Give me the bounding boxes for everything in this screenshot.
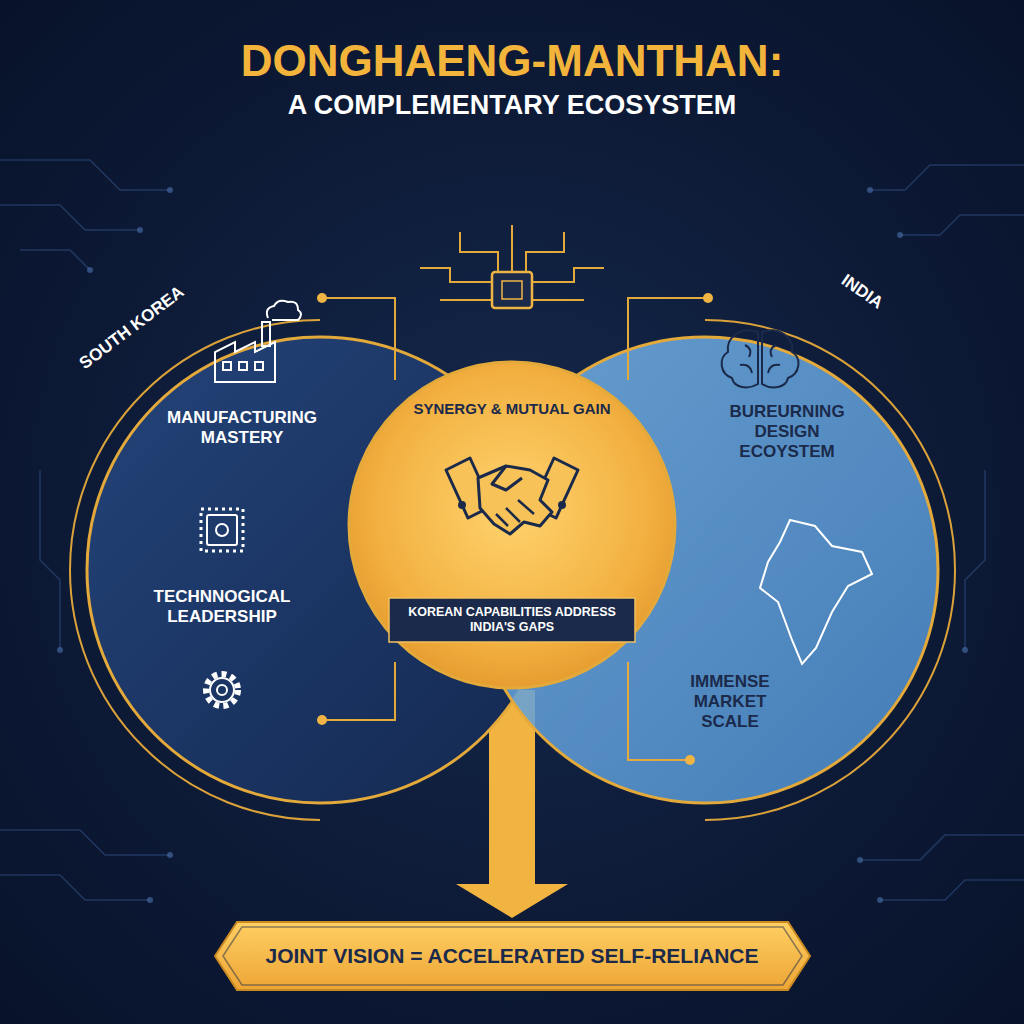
brain-icon-part — [762, 330, 798, 387]
circuit-dots-part — [167, 187, 173, 193]
gear-icon-part — [217, 685, 227, 695]
circuit-traces-part — [20, 250, 90, 270]
leader-lines-part — [322, 298, 395, 380]
circuit-dots-part — [857, 857, 863, 863]
chip-gear-icon-part — [216, 524, 228, 536]
handshake-icon-part — [496, 500, 534, 526]
leader-lines-part — [628, 298, 708, 380]
strength-label: BUREURNING DESIGN ECOYSTEM — [705, 402, 870, 462]
diagram-title: DONGHAENG-MANTHAN: — [0, 36, 1024, 86]
circuit-traces-part — [900, 215, 1024, 235]
circuit-dots-part — [57, 647, 63, 653]
leader-lines-part — [322, 662, 395, 720]
leader-dots-part — [317, 293, 327, 303]
vision-banner-inner-border — [223, 927, 802, 985]
top-chip-traces-part — [420, 268, 492, 282]
gap-note-box: KOREAN CAPABILITIES ADDRESS INDIA'S GAPS — [389, 598, 635, 642]
gear-icon-part — [206, 674, 238, 706]
synergy-heading: SYNERGY & MUTUAL GAIN — [414, 400, 611, 418]
circuit-traces-part — [860, 835, 1024, 860]
chip-gear-icon-part — [207, 515, 237, 545]
vision-banner: JOINT VISION = ACCELERATED SELF-RELIANCE — [215, 922, 810, 990]
factory-icon-part — [255, 362, 263, 370]
circuit-dots-part — [87, 267, 93, 273]
top-chip-traces-part — [526, 232, 564, 272]
circuit-traces-part — [880, 880, 1024, 900]
circuit-dots-part — [897, 232, 903, 238]
factory-icon-part — [267, 301, 301, 320]
circuit-traces-part — [40, 470, 60, 650]
gap-note-box-shape — [389, 598, 635, 642]
gap-note-text: KOREAN CAPABILITIES ADDRESS INDIA'S GAPS — [395, 605, 629, 635]
handshake-icon-part — [492, 466, 522, 490]
vision-text: JOINT VISION = ACCELERATED SELF-RELIANCE — [266, 944, 759, 969]
strength-label: TECHNNOGICAL LEADERSHIP — [122, 587, 322, 627]
gear-icon-part — [210, 678, 234, 702]
circuit-dots-part — [877, 897, 883, 903]
circuit-dots-part — [167, 852, 173, 858]
top-chip-icon-part — [502, 281, 522, 299]
circuit-traces — [0, 160, 1024, 900]
top-chip-traces-part — [532, 268, 604, 282]
arrow-head — [456, 884, 568, 918]
region-label: SOUTH KOREA — [76, 282, 188, 374]
circuit-dots-part — [147, 897, 153, 903]
vision-banner-shape — [215, 922, 810, 990]
circuit-traces-part — [965, 470, 985, 650]
leader-dots-part — [317, 715, 327, 725]
leader-dots — [317, 293, 713, 765]
factory-icon — [215, 301, 301, 382]
circuit-dots-part — [962, 647, 968, 653]
circuit-dots — [57, 187, 968, 903]
gear-icon — [206, 674, 238, 706]
handshake-icon-part — [460, 503, 465, 508]
circuit-traces-part — [0, 830, 170, 855]
handshake-icon — [446, 458, 578, 534]
region-label: INDIA — [837, 271, 886, 314]
brain-icon — [722, 330, 799, 387]
circuit-dots-part — [867, 187, 873, 193]
leader-lines — [322, 298, 708, 760]
factory-icon-part — [223, 362, 231, 370]
chip-gear-icon — [201, 509, 243, 551]
brain-icon-part — [740, 345, 780, 373]
strength-label: IMMENSE MARKET SCALE — [674, 672, 786, 732]
circuit-traces-part — [0, 160, 170, 190]
leader-dots-part — [703, 293, 713, 303]
circuit-traces-part — [0, 205, 140, 230]
handshake-icon-part — [478, 466, 552, 534]
india-map-icon — [760, 520, 872, 664]
circuit-traces-part — [0, 875, 150, 900]
factory-icon-part — [262, 322, 270, 346]
chip-gear-icon-part — [201, 509, 243, 551]
top-chip-traces-part — [460, 232, 498, 272]
top-chip-icon-part — [492, 272, 532, 308]
india-map-icon-part — [760, 520, 872, 664]
leader-lines-part — [628, 662, 690, 760]
strength-label: MANUFACTURING MASTERY — [142, 408, 342, 448]
top-chip-traces-part — [532, 299, 584, 301]
synergy-circle-shape — [349, 362, 675, 688]
handshake-icon-part — [560, 503, 565, 508]
leader-dots-part — [685, 755, 695, 765]
top-chip-traces-part — [440, 299, 492, 301]
circuit-dots-part — [137, 227, 143, 233]
factory-icon-part — [239, 362, 247, 370]
circuit-traces-part — [870, 165, 1024, 190]
factory-icon-part — [215, 342, 275, 382]
top-chip-icon — [492, 272, 532, 308]
brain-icon-part — [722, 330, 758, 387]
top-chip-traces-part — [511, 225, 513, 272]
diagram-subtitle: A COMPLEMENTARY ECOSYSTEM — [0, 90, 1024, 121]
